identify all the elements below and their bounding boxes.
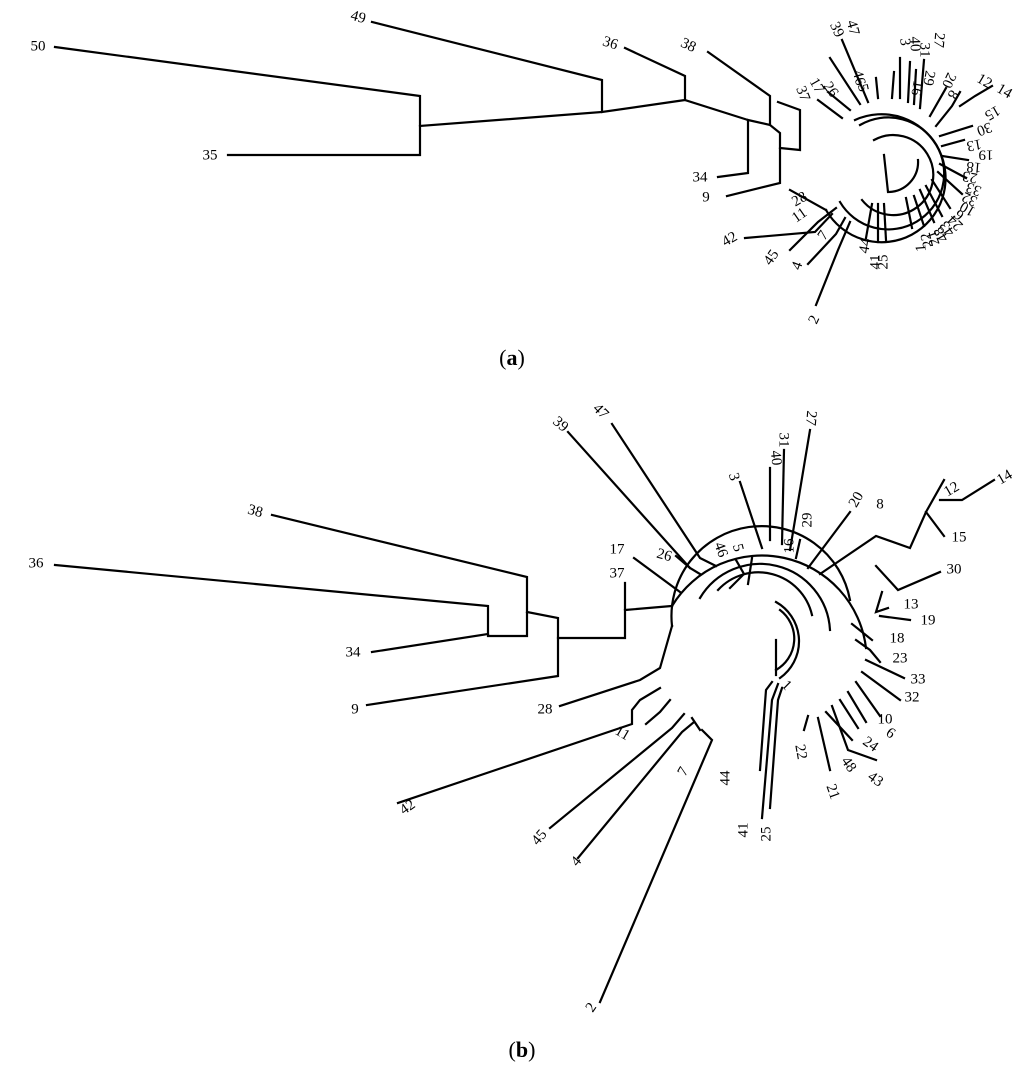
leaf-label: 45 (761, 247, 783, 268)
leaf-label: 27 (930, 32, 947, 49)
leaf-label: 31 (917, 43, 933, 58)
leaf-label: 22 (791, 743, 809, 761)
leaf-label: 30 (947, 561, 962, 577)
leaf-label: 49 (349, 8, 368, 27)
leaf-label: 18 (890, 630, 905, 646)
leaf-label: 13 (904, 596, 919, 612)
leaf-label: 26 (655, 546, 674, 565)
leaf-label: 44 (717, 770, 733, 786)
leaf-label: 5 (729, 542, 746, 553)
leaf-label: 5 (854, 83, 871, 94)
leaf-label: 9 (351, 701, 359, 717)
leaf-label: 25 (758, 827, 774, 842)
leaf-label: 27 (802, 410, 819, 427)
leaf-label: 42 (719, 229, 740, 250)
leaf-label: 9 (702, 189, 710, 205)
leaf-label: 43 (865, 769, 886, 791)
leaf-label: 36 (29, 555, 45, 571)
leaf-label: 33 (911, 671, 926, 687)
leaf-label: 14 (994, 81, 1015, 103)
leaf-label: 41 (867, 255, 883, 270)
leaf-label: 35 (203, 147, 218, 163)
leaf-label: 29 (919, 69, 937, 87)
leaf-label: 20 (846, 489, 867, 510)
leaf-label: 7 (675, 764, 693, 779)
leaf-label: 42 (397, 797, 418, 819)
leaf-label: 6 (883, 725, 899, 743)
leaf-label: 15 (952, 529, 967, 545)
caption-b: (b) (509, 1037, 536, 1062)
leaf-label: 31 (776, 433, 792, 448)
leaf-label: 48 (931, 224, 952, 245)
leaf-label: 23 (893, 650, 908, 666)
leaf-label: 36 (601, 34, 621, 54)
leaf-label: 40 (767, 450, 784, 466)
leaf-label: 46 (710, 540, 730, 560)
leaf-label: 38 (678, 35, 698, 56)
leaf-label: 16 (907, 79, 925, 97)
leaf-label: 44 (856, 237, 874, 255)
leaf-label: 23 (961, 167, 979, 185)
leaf-label: 22 (918, 231, 937, 250)
leaf-label: 28 (538, 701, 553, 717)
leaf-label: 11 (612, 723, 633, 744)
caption-a: (a) (499, 345, 525, 370)
leaf-label: 21 (822, 782, 842, 802)
leaf-label: 45 (529, 827, 551, 849)
leaf-label: 4 (789, 259, 807, 272)
leaf-label: 34 (346, 644, 362, 660)
leaf-label: 10 (957, 198, 978, 219)
leaf-label: 48 (838, 754, 860, 775)
leaf-label: 10 (878, 711, 893, 727)
leaf-label: 15 (982, 102, 1003, 123)
leaf-label: 50 (31, 38, 46, 54)
tree-a-branches (53, 20, 994, 307)
leaf-label: 17 (610, 541, 626, 557)
leaf-label: 34 (693, 169, 709, 185)
leaf-label: 41 (735, 823, 751, 838)
leaf-label: 39 (826, 20, 847, 40)
leaf-label: 3 (896, 38, 913, 47)
leaf-label: 18 (966, 158, 982, 175)
leaf-label: 2 (806, 313, 824, 327)
leaf-label: 12 (941, 479, 962, 500)
leaf-label: 46 (849, 69, 868, 88)
leaf-label: 24 (860, 734, 882, 756)
leaf-label: 28 (789, 189, 810, 210)
leaf-label: 40 (906, 36, 923, 52)
leaf-label: 4 (568, 853, 585, 869)
leaf-label: 38 (246, 502, 265, 521)
leaf-label: 14 (994, 467, 1015, 489)
leaf-label: 16 (781, 538, 797, 554)
leaf-label: 20 (938, 70, 959, 90)
leaf-label: 21 (923, 228, 943, 248)
leaf-label: 8 (944, 87, 962, 101)
leaf-label: 12 (974, 71, 995, 92)
leaf-label: 8 (876, 496, 884, 512)
leaf-label: 32 (905, 689, 920, 705)
leaf-label: 30 (974, 118, 994, 138)
leaf-label: 19 (979, 147, 994, 163)
leaf-label: 37 (792, 84, 813, 104)
leaf-label: 47 (589, 401, 611, 423)
leaf-label: 29 (799, 513, 815, 528)
leaf-label: 37 (610, 565, 626, 581)
leaf-label: 3 (725, 471, 742, 482)
leaf-label: 13 (965, 135, 983, 153)
leaf-label: 25 (875, 255, 891, 270)
leaf-label: 47 (843, 19, 862, 38)
leaf-label: 32 (960, 188, 980, 209)
tree-b-branches (53, 422, 996, 1004)
leaf-label: 33 (964, 178, 984, 198)
leaf-label: 1 (913, 244, 930, 253)
leaf-label: 2 (583, 1000, 600, 1015)
leaf-label: 19 (921, 612, 936, 628)
